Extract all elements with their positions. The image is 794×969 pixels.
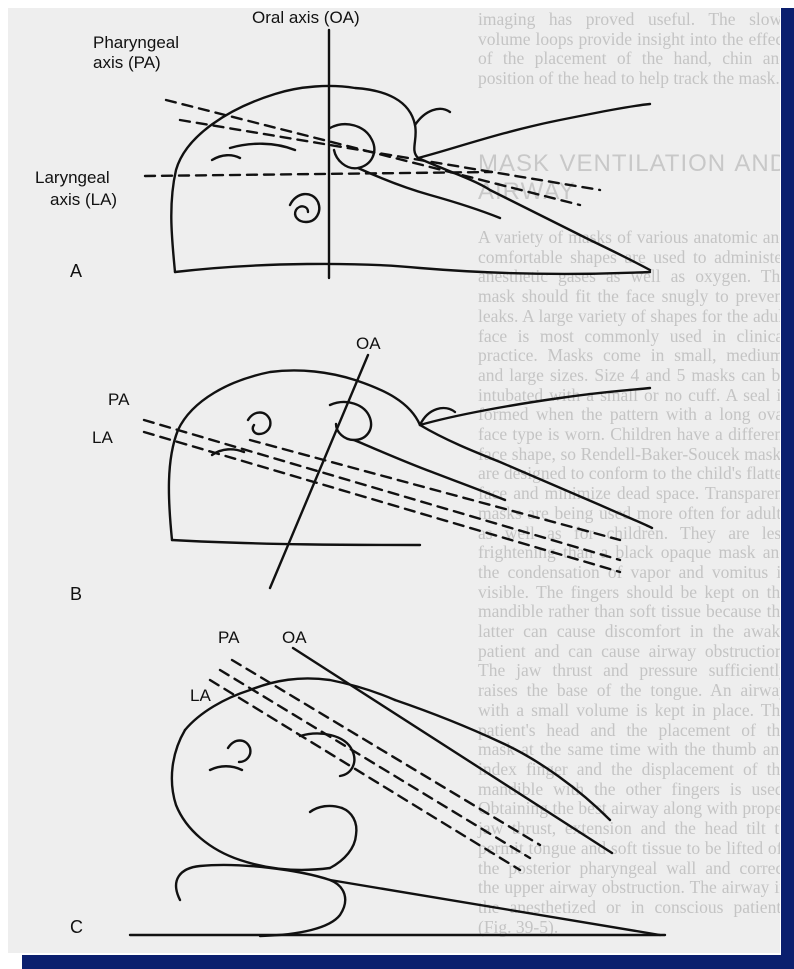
panel-a-pharyngeal-axis-label-line2: axis (PA) — [93, 53, 161, 72]
panel-a-letter: A — [70, 262, 82, 281]
slide-border-right — [781, 8, 794, 961]
panel-c-laryngeal-axis-label: LA — [190, 686, 211, 705]
panel-a-oral-axis-label: Oral axis (OA) — [252, 8, 360, 27]
panel-b-oral-axis-label: OA — [356, 334, 381, 353]
panel-c-pharyngeal-axis-label: PA — [218, 628, 239, 647]
panel-a-laryngeal-axis-label-line2: axis (LA) — [50, 190, 117, 209]
slide-border-bottom — [22, 955, 794, 969]
panel-c-oral-axis-label: OA — [282, 628, 307, 647]
panel-b-laryngeal-axis-label: LA — [92, 428, 113, 447]
panel-b-letter: B — [70, 585, 82, 604]
panel-a-laryngeal-axis-label-line1: Laryngeal — [35, 168, 110, 187]
panel-c-letter: C — [70, 918, 83, 937]
panel-a-pharyngeal-axis-label-line1: Pharyngeal — [93, 33, 179, 52]
panel-b-pharyngeal-axis-label: PA — [108, 390, 129, 409]
